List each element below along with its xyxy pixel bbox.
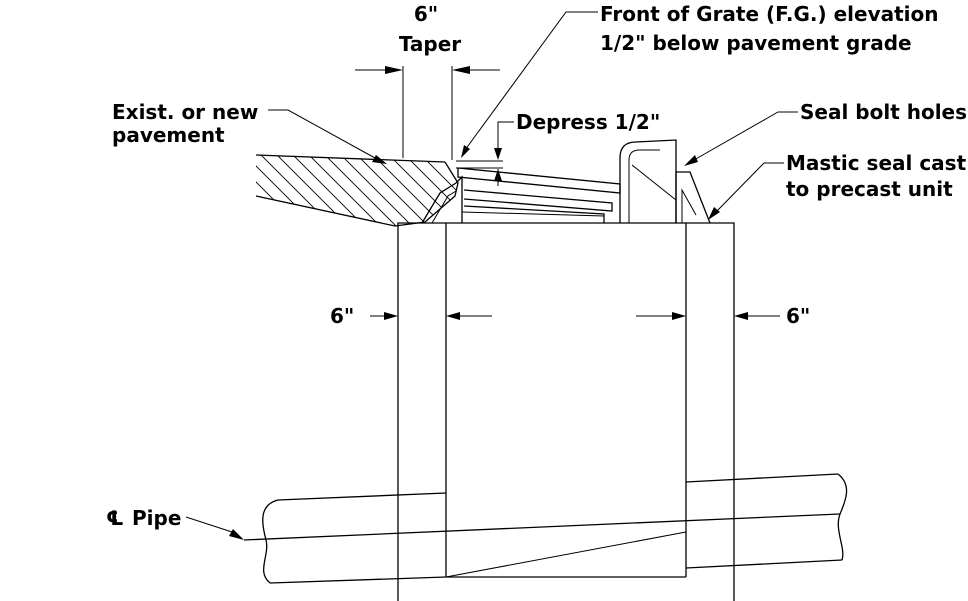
pipe-left-break <box>262 499 279 584</box>
mastic-seal-label-line1: Mastic seal cast <box>786 151 967 175</box>
depress-label: Depress 1/2" <box>516 110 660 134</box>
pipe-top-right <box>685 473 839 483</box>
pavement-bottom-edge <box>255 195 396 227</box>
pavement-section <box>255 154 459 227</box>
grate-top-bar <box>457 167 621 194</box>
dimensions-and-leaders <box>185 11 798 540</box>
grate-right-frame <box>675 171 711 224</box>
pavement-top-surface <box>255 154 446 163</box>
pavement-label-line2: pavement <box>112 123 225 147</box>
pipe-bottom-right <box>685 559 843 569</box>
taper-dimension-label: 6" <box>414 2 438 26</box>
curb-box-lip <box>628 149 660 223</box>
pavement-hatch <box>256 155 458 226</box>
pipe-diagonal-inside <box>445 531 687 578</box>
pipe-centerline <box>243 513 841 541</box>
inlet-outer-wall <box>397 222 735 601</box>
taper-label: Taper <box>399 32 461 56</box>
mastic-seal-label-line2: to precast unit <box>786 177 953 201</box>
pipe-right-break <box>837 473 848 561</box>
grate-left-frame <box>421 175 463 224</box>
seal-bolt-holes-label: Seal bolt holes <box>800 100 967 124</box>
grate-casting <box>421 139 711 224</box>
curb-box <box>619 139 677 223</box>
wall-right-dimension-label: 6" <box>786 304 810 328</box>
front-of-grate-label-line2: 1/2" below pavement grade <box>600 31 912 55</box>
pavement-label-line1: Exist. or new <box>112 100 258 124</box>
pipe-top-left <box>277 492 447 501</box>
grate-bar-low <box>463 205 605 223</box>
pipe <box>243 473 848 584</box>
pipe-bottom-left <box>269 576 447 584</box>
grate-bar-mid <box>463 189 613 212</box>
inlet-walls <box>397 222 735 601</box>
front-of-grate-label-line1: Front of Grate (F.G.) elevation <box>600 2 939 26</box>
wall-left-dimension-label: 6" <box>330 304 354 328</box>
centerline-symbol: ℄ <box>106 506 124 530</box>
pipe-label: Pipe <box>132 506 181 530</box>
